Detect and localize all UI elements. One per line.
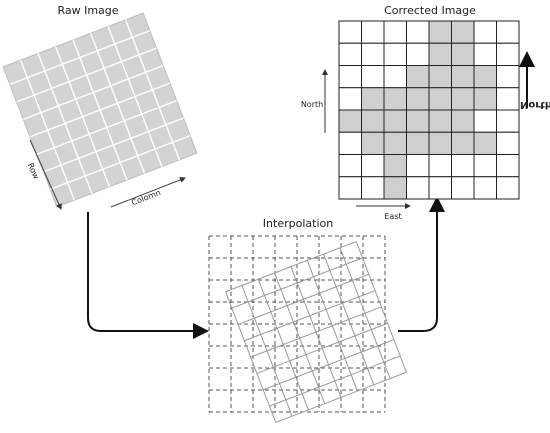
corrected-cell-filled (428, 65, 452, 89)
source-grid-line (256, 322, 388, 374)
corrected-cell-filled (406, 109, 430, 133)
corrected-cell-empty (473, 109, 497, 133)
source-grid-line (306, 260, 358, 392)
corrected-cell-filled (428, 131, 452, 155)
raw-grid-line (107, 26, 163, 167)
corrected-cell-empty (338, 154, 362, 178)
corrected-cell-empty (496, 87, 520, 111)
corrected-cell-filled (361, 131, 385, 155)
corrected-cell-empty (496, 131, 520, 155)
corrected-cell-filled (383, 87, 407, 111)
corrected-cell-empty (361, 65, 385, 89)
corrected-cell-empty (496, 109, 520, 133)
corrected-cell-empty (361, 20, 385, 44)
corrected-cell-empty (406, 176, 430, 200)
corrected-cell-empty (383, 42, 407, 66)
corrected-cell-filled (383, 176, 407, 200)
corrected-cell-empty (473, 42, 497, 66)
corrected-cell-filled (383, 131, 407, 155)
corrected-cell-empty (338, 131, 362, 155)
raw-image-title: Raw Image (57, 4, 118, 17)
corrected-cell-filled (428, 20, 452, 44)
corrected-cell-empty (383, 20, 407, 44)
corrected-cell-filled (383, 154, 407, 178)
corrected-cell-empty (383, 65, 407, 89)
corrected-cell-empty (496, 154, 520, 178)
source-grid-line (263, 339, 395, 391)
raw-grid-line (89, 33, 146, 174)
corrected-cell-empty (496, 65, 520, 89)
raw-grid-line (29, 82, 171, 138)
corrected-cell-empty (338, 65, 362, 89)
interpolation-source-grid (225, 241, 407, 423)
corrected-cell-filled (451, 20, 475, 44)
column-arrow (110, 177, 186, 208)
corrected-cell-empty (338, 176, 362, 200)
corrected-cell-empty (496, 42, 520, 66)
corrected-cell-filled (428, 42, 452, 66)
corrected-cell-empty (406, 154, 430, 178)
corrected-cell-filled (406, 87, 430, 111)
north-label: North (301, 100, 323, 109)
corrected-cell-empty (451, 154, 475, 178)
corrected-cell-empty (361, 42, 385, 66)
corrected-cell-filled (473, 87, 497, 111)
raw-grid-line (124, 19, 181, 161)
corrected-cell-empty (496, 20, 520, 44)
corrected-cell-filled (406, 131, 430, 155)
corrected-cell-filled (473, 65, 497, 89)
source-grid-line (275, 371, 407, 423)
corrected-cell-filled (473, 131, 497, 155)
source-grid-line (269, 355, 401, 407)
corrected-cell-empty (473, 20, 497, 44)
corrected-cell-filled (338, 109, 362, 133)
corrected-cell-empty (361, 176, 385, 200)
corrected-cell-filled (451, 65, 475, 89)
corrected-cell-empty (338, 42, 362, 66)
corrected-cell-filled (383, 109, 407, 133)
row-arrow (29, 139, 62, 210)
corrected-cell-filled (451, 42, 475, 66)
raw-grid-line (43, 117, 184, 173)
north-indicator-label: North (520, 99, 550, 110)
corrected-cell-empty (428, 154, 452, 178)
corrected-cell-empty (406, 42, 430, 66)
corrected-cell-filled (428, 109, 452, 133)
corrected-cell-filled (451, 131, 475, 155)
interpolation-title: Interpolation (263, 217, 333, 230)
raw-to-interpolation-connector (87, 212, 209, 339)
corrected-cell-filled (451, 87, 475, 111)
corrected-cell-empty (451, 176, 475, 200)
raw-grid-line (36, 99, 177, 156)
source-grid-line (355, 241, 407, 373)
corrected-cell-empty (338, 87, 362, 111)
source-grid-line (250, 306, 382, 358)
corrected-image-grid (338, 20, 520, 200)
east-label: East (384, 212, 401, 221)
source-grid-line (339, 247, 391, 379)
corrected-cell-empty (361, 154, 385, 178)
corrected-cell-filled (361, 87, 385, 111)
row-axis-label: Row (26, 162, 41, 181)
column-axis-label: Colomn (130, 188, 162, 207)
corrected-cell-empty (338, 20, 362, 44)
corrected-cell-filled (451, 109, 475, 133)
corrected-cell-empty (473, 176, 497, 200)
interpolation-target-grid (208, 235, 386, 413)
interpolation-to-corrected-connector (398, 196, 445, 332)
raw-image-grid (2, 12, 198, 208)
corrected-image-title: Corrected Image (384, 4, 476, 17)
source-grid-line (323, 253, 375, 385)
raw-grid-line (49, 134, 191, 191)
corrected-cell-filled (428, 87, 452, 111)
corrected-cell-filled (361, 109, 385, 133)
corrected-cell-empty (428, 176, 452, 200)
corrected-cell-empty (496, 176, 520, 200)
corrected-cell-empty (406, 20, 430, 44)
corrected-cell-empty (473, 154, 497, 178)
corrected-cell-filled (406, 65, 430, 89)
